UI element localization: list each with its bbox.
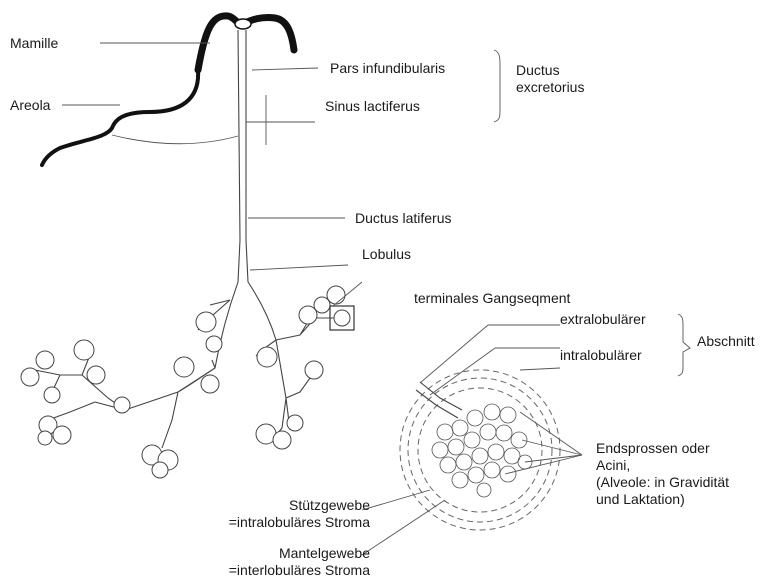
label-ductus-latiferus: Ductus latiferus <box>355 210 451 227</box>
label-extralobulaerer: extralobulärer <box>560 311 646 328</box>
label-endsprossen: Endsprossen oder Acini, (Alveole: in Gra… <box>596 440 766 508</box>
label-areola: Areola <box>10 97 50 114</box>
magnified-lobule <box>400 370 560 530</box>
main-duct <box>238 30 248 282</box>
nipple-tip <box>235 19 251 29</box>
label-intralobulaerer: intralobulärer <box>560 347 642 364</box>
abschnitt-bracket <box>678 314 690 376</box>
duct-branches-left <box>35 282 238 448</box>
areola-outline <box>42 70 198 165</box>
label-abschnitt: Abschnitt <box>697 333 755 350</box>
label-mamille: Mamille <box>10 35 58 52</box>
ductus-excretorius-bracket <box>494 50 500 122</box>
terminal-buds <box>21 286 350 478</box>
label-stuetzgewebe: Stützgewebe =intralobuläres Stroma <box>200 497 370 531</box>
label-terminales-gangsegment: terminales Gangseqment <box>414 290 570 307</box>
label-pars-infundibularis: Pars infundibularis <box>330 60 445 77</box>
label-mantelgewebe: Mantelgewebe =interlobuläres Stroma <box>200 545 370 579</box>
label-lobulus: Lobulus <box>362 246 411 263</box>
areola-boundary <box>112 135 238 144</box>
label-ductus-excretorius: Ductus excretorius <box>516 62 636 96</box>
label-sinus-lactiferus: Sinus lactiferus <box>325 98 420 115</box>
